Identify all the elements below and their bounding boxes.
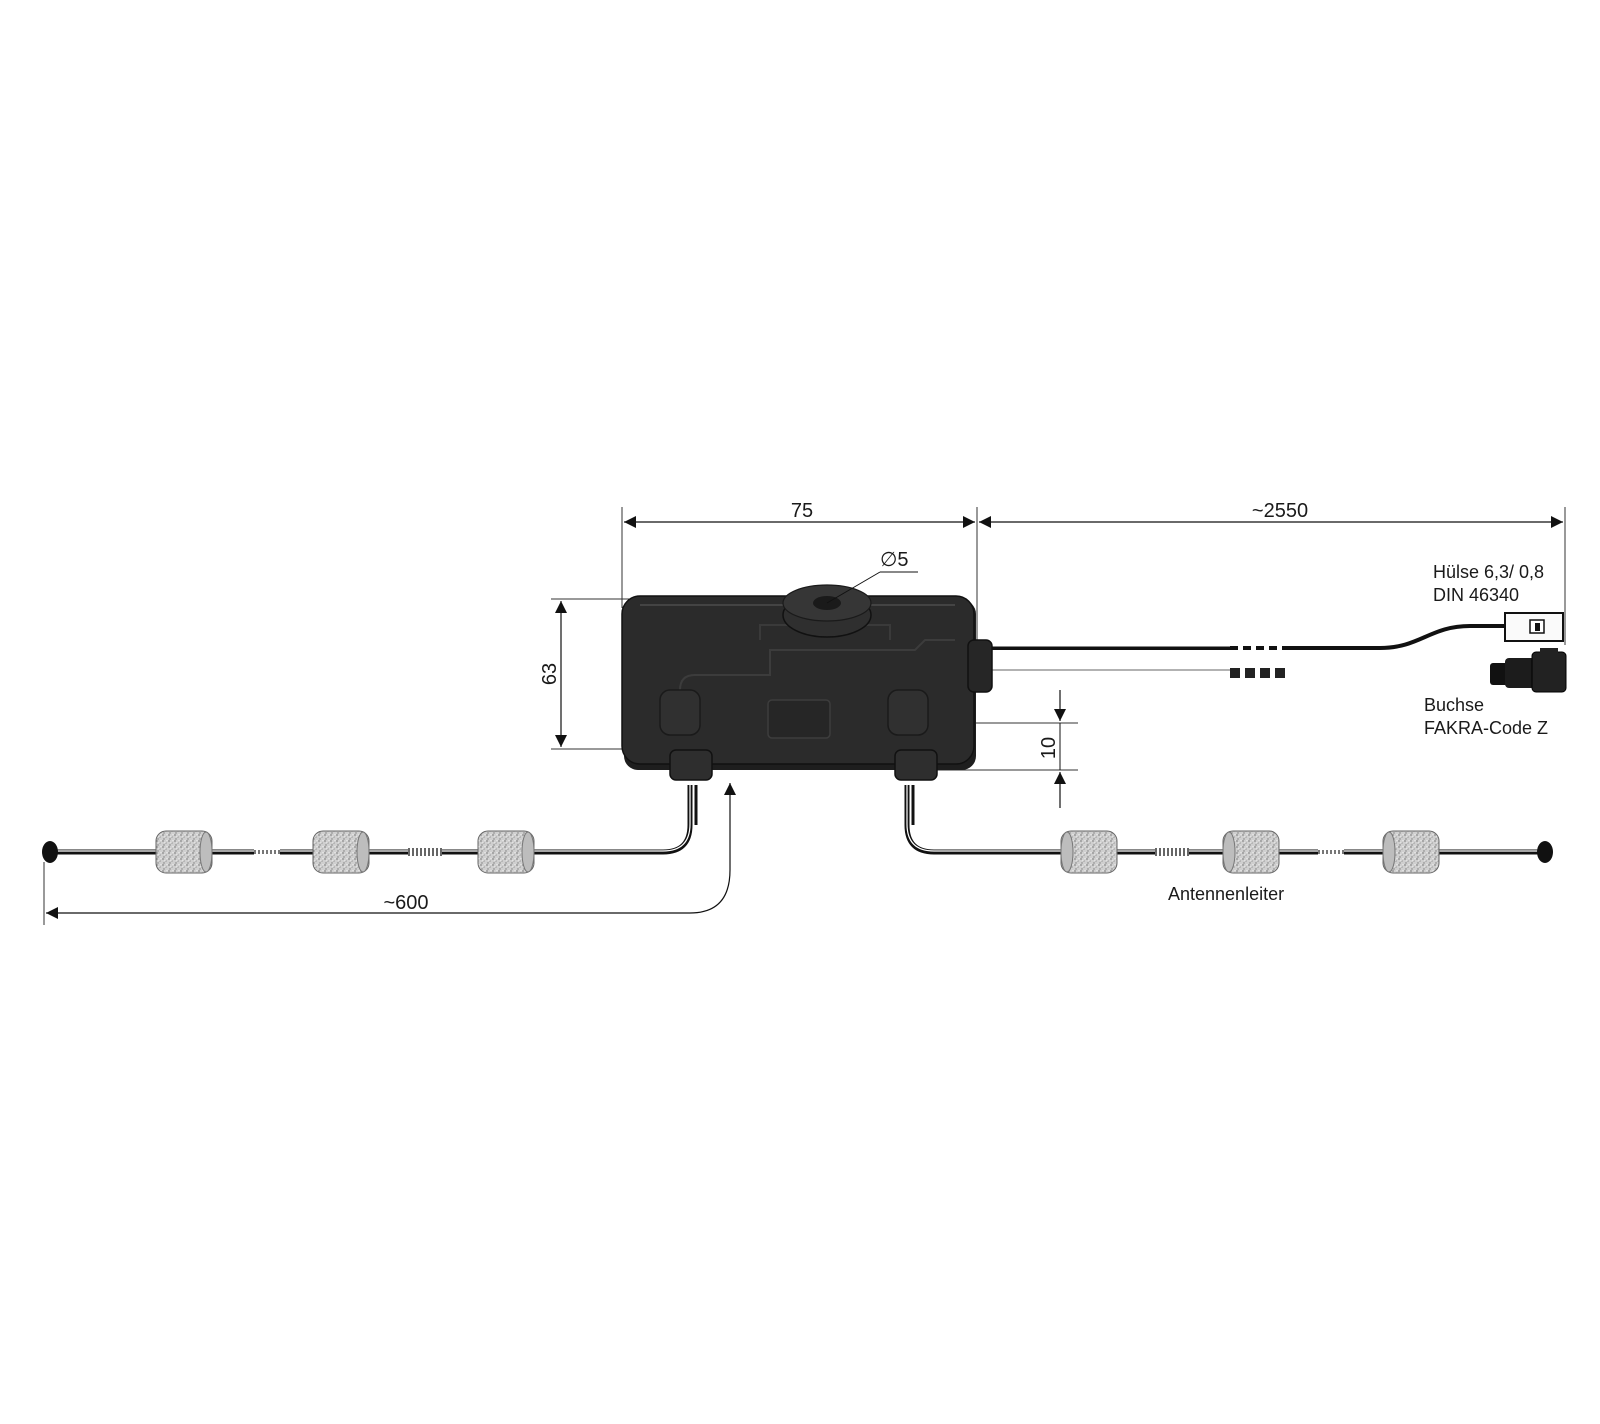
antenna-label: Antennenleiter: [1168, 884, 1284, 904]
ferrite-bead: [312, 830, 370, 874]
socket-label-line1: Buchse: [1424, 695, 1484, 715]
diameter-callout: ∅5: [826, 549, 918, 604]
width-dimension: 75: [621, 500, 978, 640]
height-label: 63: [539, 663, 561, 685]
coax-cable: [990, 624, 1505, 678]
ferrite-bead: [155, 830, 213, 874]
wire-break-left-1: [254, 846, 280, 858]
offset-label: 10: [1038, 737, 1060, 759]
ferrite-beads: [155, 830, 1440, 874]
cable-length-label: ~2550: [1252, 500, 1308, 522]
ferrite-bead: [1382, 830, 1440, 874]
ferrite-bead: [477, 830, 535, 874]
ferrite-bead: [1222, 830, 1280, 874]
wire-break-right-1: [1155, 846, 1189, 858]
plug-label-line2: DIN 46340: [1433, 585, 1519, 605]
antenna-wire-right: [904, 784, 1553, 863]
wire-break-right-2: [1318, 846, 1344, 858]
amplifier-housing: [621, 584, 993, 781]
diameter-label: ∅5: [880, 549, 909, 571]
width-label: 75: [791, 500, 813, 522]
socket-label-line2: FAKRA-Code Z: [1424, 718, 1548, 738]
wire-length-dimension: ~600: [43, 783, 736, 925]
plug-label-line1: Hülse 6,3/ 0,8: [1433, 562, 1544, 582]
flat-plug-connector: [1504, 612, 1564, 642]
wire-length-label: ~600: [383, 892, 428, 914]
wire-break-left-2: [408, 846, 442, 858]
fakra-socket-connector: [1490, 648, 1567, 693]
cable-length-dimension: ~2550: [979, 500, 1566, 645]
ferrite-bead: [1060, 830, 1118, 874]
